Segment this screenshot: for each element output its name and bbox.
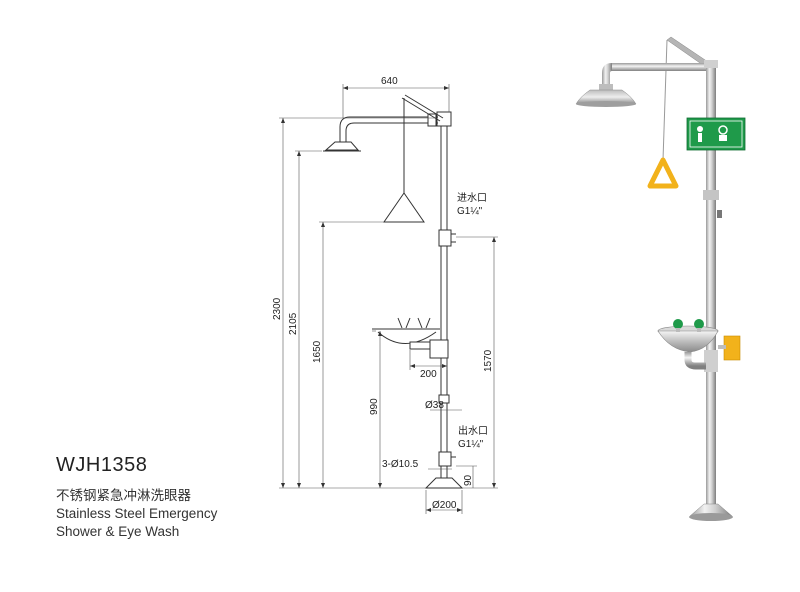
dim-inlet-height: 1570 xyxy=(483,349,494,372)
inlet-size: G1¼" xyxy=(457,205,483,217)
dim-shower-reach: 640 xyxy=(381,76,398,87)
dim-pipe-diameter: Ø38 xyxy=(425,400,444,411)
dim-total-height: 2300 xyxy=(272,297,283,320)
product-render xyxy=(575,36,746,521)
dim-bowl-width: 200 xyxy=(420,369,437,380)
dim-bowl-height: 990 xyxy=(369,398,380,415)
dimension-ticks xyxy=(281,86,496,512)
dim-pull-handle-height: 1650 xyxy=(312,340,323,363)
outlet-label: 出水口 xyxy=(458,424,488,437)
outlet-size: G1¼" xyxy=(458,438,484,450)
product-name-en-line1: Stainless Steel Emergency xyxy=(56,506,218,521)
product-name-cn: 不锈钢紧急冲淋洗眼器 xyxy=(56,488,191,503)
model-number: WJH1358 xyxy=(56,454,148,476)
product-name-en-line2: Shower & Eye Wash xyxy=(56,524,180,539)
dim-base-holes: 3-Ø10.5 xyxy=(382,459,419,470)
line-drawing xyxy=(323,94,464,489)
dim-shower-head-height: 2105 xyxy=(288,312,299,335)
product-title-block: WJH1358 不锈钢紧急冲淋洗眼器 Stainless Steel Emerg… xyxy=(56,454,217,541)
inlet-label: 进水口 xyxy=(457,192,487,204)
dim-base-diameter: Ø200 xyxy=(432,500,457,511)
dimension-lines xyxy=(279,84,498,514)
dim-outlet-height: 90 xyxy=(463,474,474,486)
